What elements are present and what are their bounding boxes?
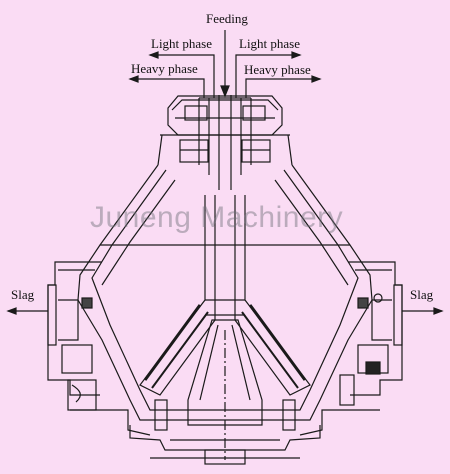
- heavy-phase-left-label: Heavy phase: [131, 61, 198, 76]
- lower-base: [129, 399, 321, 465]
- frame-right: [299, 261, 403, 436]
- light-phase-arrow-right: [235, 51, 302, 98]
- heavy-phase-right-label: Heavy phase: [244, 62, 311, 77]
- feeding-arrow: [220, 30, 230, 98]
- slag-arrow-right: [402, 307, 444, 315]
- disc-stack: [139, 195, 311, 396]
- distributor-cone: [187, 319, 263, 460]
- watermark: Juneng Machinery: [90, 201, 344, 234]
- frame-left: [47, 261, 151, 436]
- light-phase-right-label: Light phase: [239, 36, 301, 51]
- light-phase-left-label: Light phase: [151, 36, 213, 51]
- feed-pipe: [198, 95, 252, 190]
- slag-arrow-left: [6, 307, 48, 315]
- feeding-label: Feeding: [206, 11, 248, 26]
- slag-left-label: Slag: [11, 287, 35, 302]
- heavy-phase-arrow-left: [128, 75, 205, 98]
- top-cap: [157, 95, 293, 166]
- heavy-phase-arrow-right: [245, 75, 322, 98]
- slag-right-label: Slag: [410, 287, 434, 302]
- light-phase-arrow-left: [148, 51, 215, 98]
